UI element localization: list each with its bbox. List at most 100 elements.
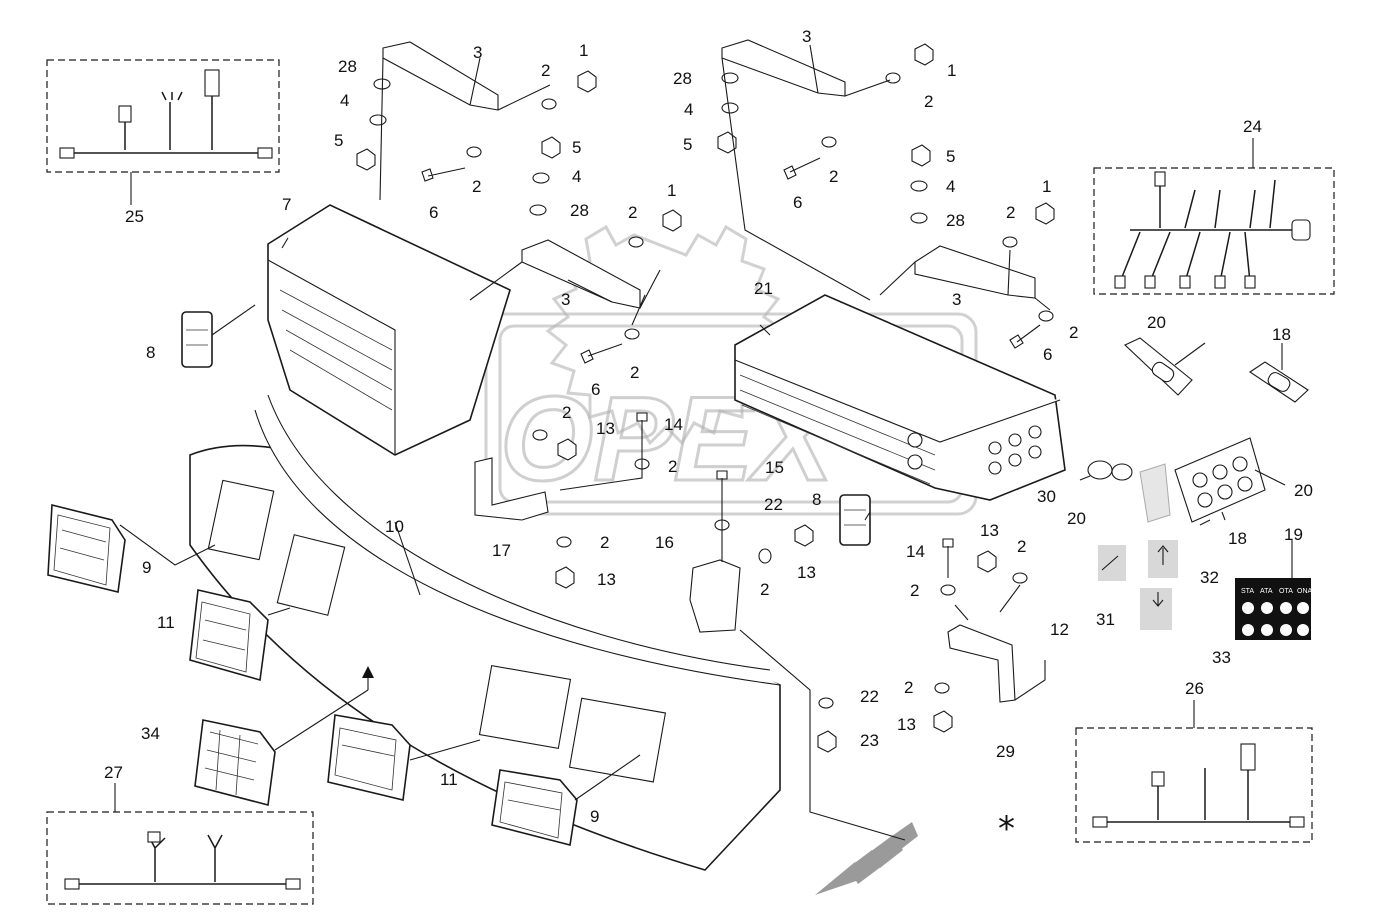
fuse-box bbox=[1139, 463, 1171, 523]
roof-housing-right bbox=[734, 294, 1066, 501]
callout-20-a: 20 bbox=[1147, 313, 1166, 332]
callout-2-l: 2 bbox=[600, 533, 609, 552]
callout-34: 34 bbox=[141, 724, 160, 743]
callout-9-a: 9 bbox=[142, 558, 151, 577]
callout-22-b: 22 bbox=[860, 687, 879, 706]
decal-19-label-3: OTA bbox=[1279, 588, 1293, 595]
callout-4-c: 4 bbox=[684, 100, 693, 119]
bracket-16 bbox=[689, 559, 741, 633]
callout-1-c: 1 bbox=[947, 61, 956, 80]
decal-19: STA ATA OTA ONA bbox=[1235, 578, 1313, 640]
work-lamp-9-left bbox=[47, 503, 126, 593]
callout-2-n: 2 bbox=[910, 581, 919, 600]
callout-2-g: 2 bbox=[924, 92, 933, 111]
callout-2-d: 2 bbox=[630, 363, 639, 382]
callout-6-d: 6 bbox=[1043, 345, 1052, 364]
callout-11-a: 11 bbox=[157, 613, 175, 632]
work-lamp-11-left bbox=[189, 589, 269, 682]
direction-arrow bbox=[815, 822, 918, 895]
callout-13-d: 13 bbox=[980, 521, 999, 540]
callout-4-d: 4 bbox=[946, 177, 955, 196]
callout-20-c: 20 bbox=[1294, 481, 1313, 500]
harness-inset-27 bbox=[46, 811, 314, 905]
roof-housing-left bbox=[267, 204, 511, 456]
bracket-17 bbox=[474, 457, 549, 521]
bracket-3-mid-right bbox=[914, 245, 1036, 299]
callout-18-a: 18 bbox=[1272, 325, 1291, 344]
callout-3-b: 3 bbox=[561, 290, 570, 309]
callout-13-a: 13 bbox=[596, 419, 615, 438]
harness-inset-26 bbox=[1075, 727, 1313, 843]
callout-22-a: 22 bbox=[764, 495, 783, 514]
leader-lines bbox=[114, 44, 1293, 841]
decal-19-label-2: ATA bbox=[1260, 588, 1273, 595]
callout-24: 24 bbox=[1243, 117, 1262, 136]
callout-3-c: 3 bbox=[802, 27, 811, 46]
lamp-socket-18 bbox=[1249, 361, 1309, 403]
front-light-beam bbox=[189, 394, 781, 871]
bracket-12 bbox=[947, 624, 1016, 703]
callout-2-b: 2 bbox=[472, 177, 481, 196]
callout-2-c: 2 bbox=[628, 203, 637, 222]
callout-4-a: 4 bbox=[340, 91, 349, 110]
callout-5-d: 5 bbox=[946, 147, 955, 166]
callout-11-b: 11 bbox=[440, 770, 458, 789]
bracket-3-top-right bbox=[721, 39, 846, 97]
callout-21: 21 bbox=[754, 279, 773, 298]
callout-28-d: 28 bbox=[946, 211, 965, 230]
callout-31: 31 bbox=[1096, 610, 1115, 629]
callout-5-b: 5 bbox=[572, 138, 581, 157]
callout-14-b: 14 bbox=[906, 542, 925, 561]
callout-26: 26 bbox=[1185, 679, 1204, 698]
callout-27: 27 bbox=[104, 763, 123, 782]
callout-12: 12 bbox=[1050, 620, 1069, 639]
callout-23: 23 bbox=[860, 731, 879, 750]
callout-2-i: 2 bbox=[1006, 203, 1015, 222]
callout-2-j: 2 bbox=[1069, 323, 1078, 342]
callout-32: 32 bbox=[1200, 568, 1219, 587]
callout-9-b: 9 bbox=[590, 807, 599, 826]
work-lamp-11-right bbox=[327, 714, 411, 801]
callout-6-b: 6 bbox=[591, 380, 600, 399]
callout-33: 33 bbox=[1212, 648, 1231, 667]
callout-13-e: 13 bbox=[897, 715, 916, 734]
callout-3-d: 3 bbox=[952, 290, 961, 309]
harness-inset-25 bbox=[46, 59, 280, 173]
marker-light-8-left bbox=[181, 311, 213, 368]
callout-29: 29 bbox=[996, 742, 1015, 761]
callout-7: 7 bbox=[282, 195, 291, 214]
callout-19: 19 bbox=[1284, 525, 1303, 544]
decal-33 bbox=[1140, 588, 1172, 630]
callout-4-b: 4 bbox=[572, 167, 581, 186]
decal-19-label-1: STA bbox=[1241, 588, 1254, 595]
harness-inset-24 bbox=[1093, 167, 1335, 295]
callout-13-b: 13 bbox=[797, 563, 816, 582]
decal-31 bbox=[1098, 545, 1126, 581]
callout-2-o: 2 bbox=[904, 678, 913, 697]
callout-18-b: 18 bbox=[1228, 529, 1247, 548]
lamp-socket-20 bbox=[1124, 337, 1193, 396]
callout-17: 17 bbox=[492, 541, 511, 560]
callout-28-a: 28 bbox=[338, 57, 357, 76]
callout-15: 15 bbox=[765, 458, 784, 477]
callout-8-b: 8 bbox=[812, 490, 821, 509]
callout-1-b: 1 bbox=[667, 181, 676, 200]
callout-2-a: 2 bbox=[541, 61, 550, 80]
callout-2-e: 2 bbox=[562, 403, 571, 422]
callout-28-b: 28 bbox=[570, 201, 589, 220]
marker-light-8-right bbox=[839, 494, 871, 546]
callout-6-a: 6 bbox=[429, 203, 438, 222]
decal-32 bbox=[1148, 540, 1178, 578]
decal-19-label-4: ONA bbox=[1297, 588, 1313, 595]
callout-13-c: 13 bbox=[597, 570, 616, 589]
callout-labels: 25 28 4 5 3 2 1 2 6 5 4 28 7 1 2 3 8 6 2… bbox=[104, 27, 1313, 826]
callout-14-a: 14 bbox=[664, 415, 683, 434]
callout-5-a: 5 bbox=[334, 131, 343, 150]
callout-5-c: 5 bbox=[683, 135, 692, 154]
callout-25: 25 bbox=[125, 207, 144, 226]
switch-panel-18-20 bbox=[1174, 437, 1266, 523]
callout-2-f: 2 bbox=[668, 457, 677, 476]
callout-8-a: 8 bbox=[146, 343, 155, 362]
callout-2-k: 2 bbox=[760, 580, 769, 599]
